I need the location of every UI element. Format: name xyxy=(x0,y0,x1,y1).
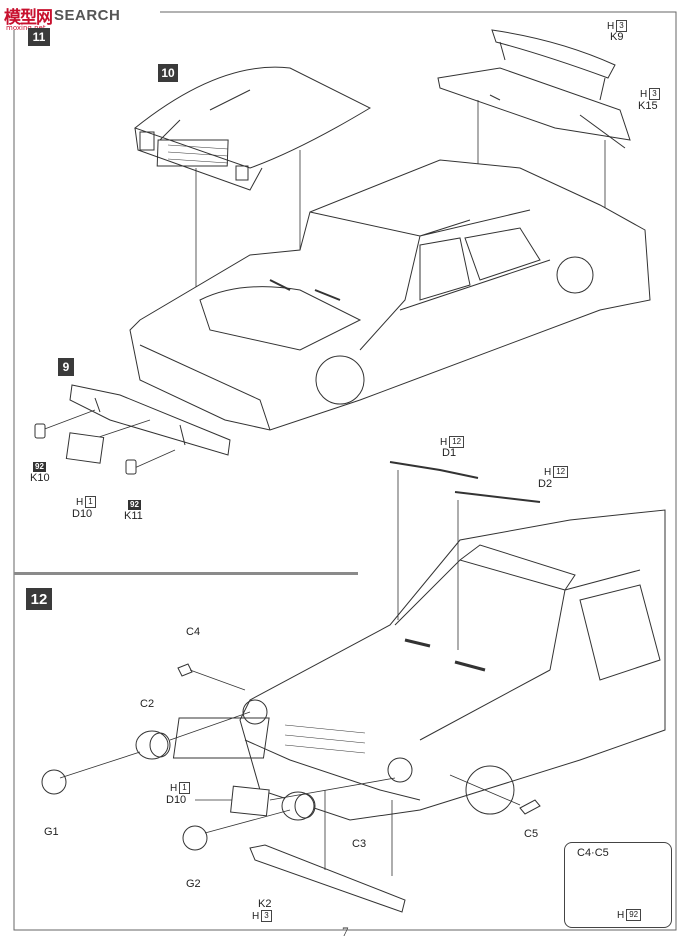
page-number: 7 xyxy=(342,924,349,939)
part-c4-shape xyxy=(177,663,193,677)
part-c5-shape xyxy=(519,799,541,815)
section-divider xyxy=(14,572,358,575)
wiper-d1 xyxy=(389,461,479,479)
label-d10-bottom: D10 xyxy=(166,794,187,806)
part-g2-shape xyxy=(182,825,208,851)
watermark-search: SEARCH xyxy=(54,6,121,24)
step-11-number: 11 xyxy=(32,30,46,44)
label-c3: C3 xyxy=(352,838,367,850)
label-d2: D2 xyxy=(538,478,553,490)
label-g2: G2 xyxy=(186,878,201,890)
label-c4: C4 xyxy=(186,626,201,638)
part-k2-shape xyxy=(249,844,406,913)
part-g1-shape xyxy=(41,769,67,795)
label-k10-tag: 92 xyxy=(33,462,46,472)
page-frame xyxy=(13,11,677,931)
step-10-number: 10 xyxy=(161,66,175,80)
label-k11: K11 xyxy=(124,510,143,522)
roof-k9 xyxy=(491,29,616,101)
part-d10-plate xyxy=(65,432,105,464)
step-10-box: 10 xyxy=(158,64,178,82)
label-c2: C2 xyxy=(140,698,155,710)
part-k11-shape xyxy=(125,459,137,475)
label-k15: K15 xyxy=(638,100,658,112)
label-k2: K2 xyxy=(258,898,272,910)
label-g1: G1 xyxy=(44,826,59,838)
part-d10-plate-bottom xyxy=(230,785,270,817)
watermark-url: moxing.net xyxy=(6,24,46,32)
step-11-box: 11 xyxy=(28,28,50,46)
grille-top xyxy=(156,139,229,167)
car-body-top xyxy=(129,159,651,431)
hood-part xyxy=(133,66,372,191)
car-body-front xyxy=(172,509,666,821)
watermark: 模型网 SEARCH xyxy=(4,2,120,28)
label-k10: K10 xyxy=(30,472,50,484)
step-12-box: 12 xyxy=(26,588,52,610)
roof-k15 xyxy=(437,67,631,149)
watermark-chinese: 模型网 xyxy=(4,7,53,28)
wiper-d2 xyxy=(454,491,541,503)
part-k10-shape xyxy=(34,423,46,439)
label-d1: D1 xyxy=(442,447,457,459)
label-d10-top: D10 xyxy=(72,508,93,520)
step-9-box: 9 xyxy=(58,358,74,376)
inset-title: C4·C5 xyxy=(577,847,609,859)
part-c2-shape xyxy=(135,730,169,760)
step-12-number: 12 xyxy=(30,590,48,608)
part-c3-shape xyxy=(281,791,315,821)
label-c5: C5 xyxy=(524,828,539,840)
step-9-number: 9 xyxy=(62,360,70,374)
label-k11-tag: 92 xyxy=(128,500,141,510)
label-k9: K9 xyxy=(610,31,624,43)
